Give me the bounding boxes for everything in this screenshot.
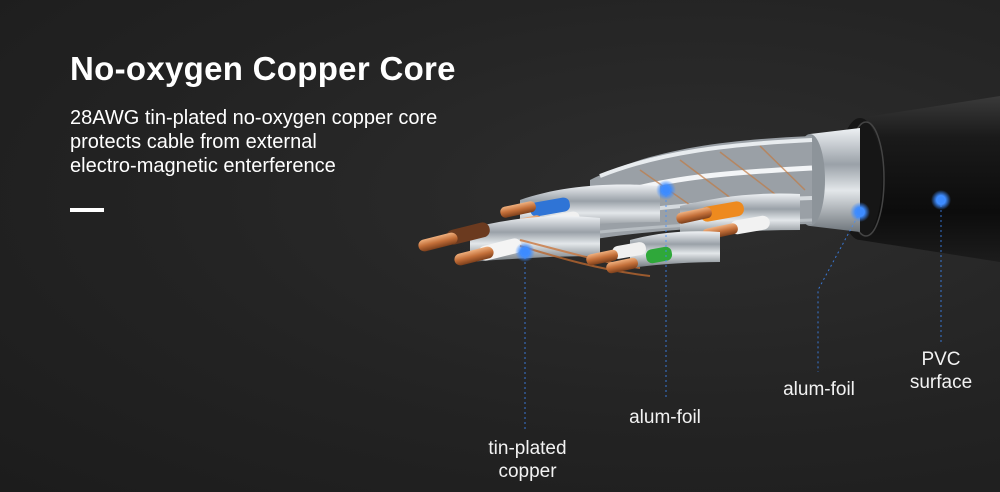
callout-tin-plated-copper: tin-plated copper xyxy=(470,437,585,483)
callout-alum-foil-outer: alum-foil xyxy=(783,379,855,400)
description-line-1: 28AWG tin-plated no-oxygen copper core xyxy=(70,107,438,129)
twisted-pair-orange xyxy=(676,193,800,240)
callout-lines xyxy=(524,195,942,430)
callout-alum-foil-pair: alum-foil xyxy=(629,407,701,428)
twisted-pair-brown xyxy=(418,216,651,277)
callout-markers xyxy=(515,180,951,262)
description-line-3: electro-magnetic enterference xyxy=(70,155,336,177)
description: 28AWG tin-plated no-oxygen copper core p… xyxy=(70,106,530,178)
callout-pvc-surface-line-2: surface xyxy=(909,372,973,393)
callout-tin-plated-copper-line-2: copper xyxy=(498,461,557,482)
page-title: No-oxygen Copper Core xyxy=(70,50,456,87)
pvc-jacket xyxy=(838,96,1000,262)
callout-tin-plated-copper-line-1: tin-plated xyxy=(488,438,567,459)
callout-pvc-surface: PVC surface xyxy=(896,348,986,394)
description-line-2: protects cable from external xyxy=(70,131,317,153)
title-underline-dash xyxy=(70,208,104,212)
callout-pvc-surface-line-1: PVC xyxy=(921,349,961,370)
